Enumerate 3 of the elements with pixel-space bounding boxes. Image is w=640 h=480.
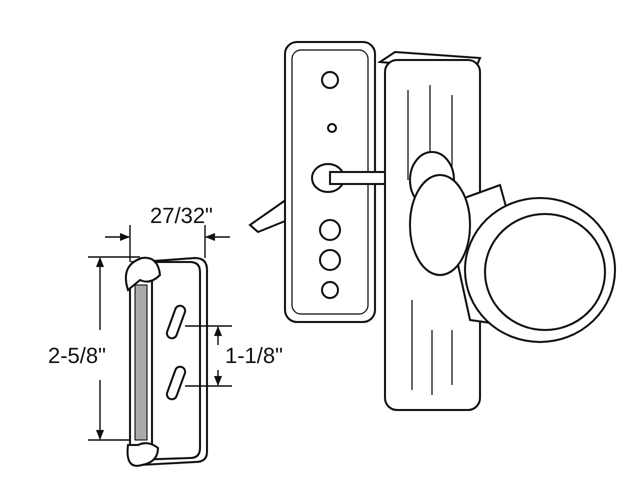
dimension-label: 2-5/8"	[48, 345, 106, 367]
dimension-label: 27/32"	[150, 205, 213, 227]
dimension-label: 1-1/8"	[225, 345, 283, 367]
